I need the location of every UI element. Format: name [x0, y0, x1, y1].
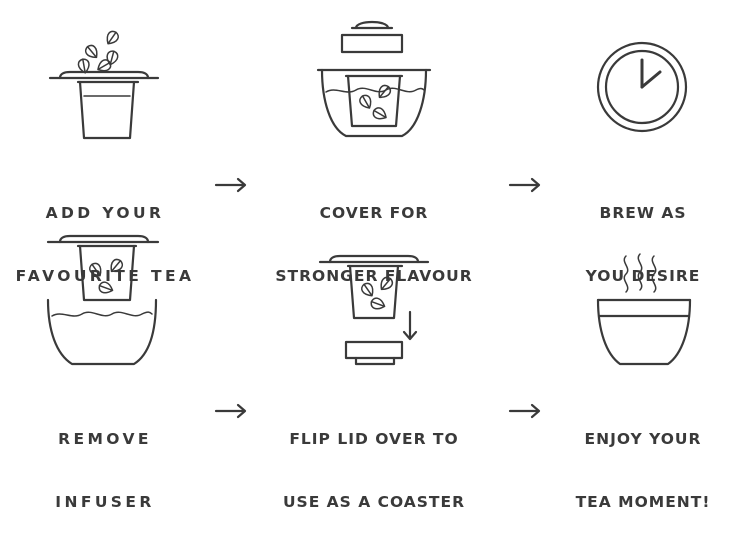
caption-line: ADD YOUR — [45, 204, 165, 222]
caption-line: INFUSER — [55, 493, 155, 511]
step-caption: ENJOY YOUR TEA MOMENT! — [556, 387, 730, 534]
arrow-icon — [214, 403, 247, 419]
arrow-icon — [508, 177, 541, 193]
step-caption: REMOVE INFUSER — [0, 387, 210, 534]
caption-line: COVER FOR — [319, 204, 429, 222]
caption-line: BREW AS — [599, 204, 687, 222]
step-caption: COVER FOR STRONGER FLAVOUR — [262, 161, 486, 308]
arrow-icon — [508, 403, 541, 419]
covered-cup-with-infuser-icon — [316, 20, 432, 138]
arrow-icon — [214, 177, 247, 193]
leaves-dropping-into-infuser-icon — [48, 28, 160, 140]
steps-illustration — [46, 20, 692, 419]
caption-line: STRONGER FLAVOUR — [275, 267, 473, 285]
caption-line: FAVOURITE TEA — [15, 267, 195, 285]
step-caption: BREW AS YOU DESIRE — [556, 161, 730, 308]
caption-line: YOU DESIRE — [585, 267, 701, 285]
step-caption: FLIP LID OVER TO USE AS A COASTER — [262, 387, 486, 534]
caption-line: REMOVE — [58, 430, 152, 448]
steaming-tea-cup-icon — [596, 253, 692, 366]
lifting-infuser-out-of-cup-icon — [46, 234, 160, 366]
caption-line: ENJOY YOUR — [584, 430, 702, 448]
infuser-on-flipped-lid-icon — [318, 254, 430, 366]
caption-line: USE AS A COASTER — [282, 493, 466, 511]
clock-icon — [596, 41, 688, 133]
step-caption: ADD YOUR FAVOURITE TEA — [0, 161, 210, 308]
caption-line: FLIP LID OVER TO — [289, 430, 459, 448]
caption-line: TEA MOMENT! — [575, 493, 711, 511]
